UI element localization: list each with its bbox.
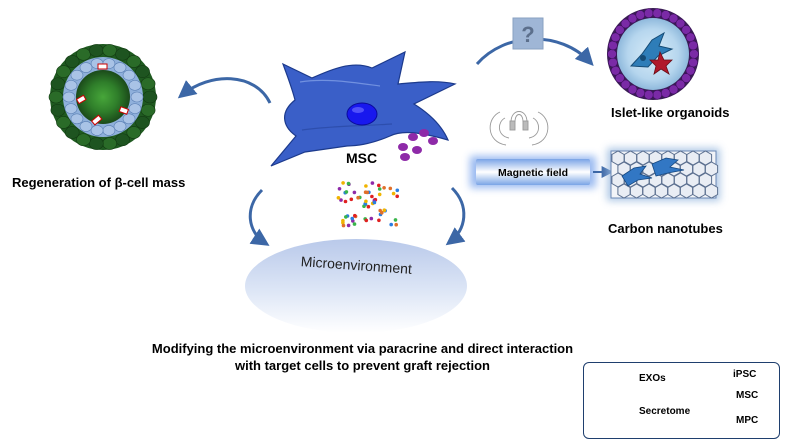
- legend-exos-label: EXOs: [639, 373, 666, 384]
- legend-ipsc-label: iPSC: [733, 369, 757, 380]
- organoid-icon: [607, 8, 699, 100]
- carbon-nanotubes-icon: [607, 148, 720, 201]
- msc-label: MSC: [346, 150, 378, 166]
- exo-cluster-icon: [398, 129, 438, 161]
- arrow-left-to-microenvironment: [248, 188, 270, 246]
- regeneration-label: Regeneration of β-cell mass: [12, 175, 186, 190]
- magnetic-field-label: Magnetic field: [498, 167, 568, 179]
- legend-mpc-label: MPC: [736, 415, 759, 426]
- question-mark: ?: [521, 22, 534, 47]
- arrow-to-regeneration: [177, 77, 272, 104]
- caption-line-2: with target cells to prevent graft rejec…: [235, 358, 490, 373]
- magnet-icon: [489, 111, 549, 146]
- magnetic-field-box: [470, 156, 596, 188]
- arrow-right-to-microenvironment: [445, 186, 466, 246]
- question-box: ?: [512, 17, 544, 50]
- islet-organoids-label: Islet-like organoids: [611, 105, 730, 120]
- microenvironment-ellipse: [245, 239, 467, 333]
- microenvironment-label: Microenvironment: [300, 253, 412, 277]
- secretome-dots-icon: [336, 181, 400, 228]
- legend-box: EXOs Secretome iPSC MSC MPC: [583, 362, 780, 439]
- legend-msc-label: MSC: [736, 390, 759, 401]
- islet-icon: [48, 44, 158, 150]
- msc-cell-icon: [270, 50, 457, 167]
- legend-secretome-label: Secretome: [639, 406, 691, 417]
- carbon-nanotubes-label: Carbon nanotubes: [608, 221, 723, 236]
- caption-line-1: Modifying the microenvironment via parac…: [151, 341, 574, 356]
